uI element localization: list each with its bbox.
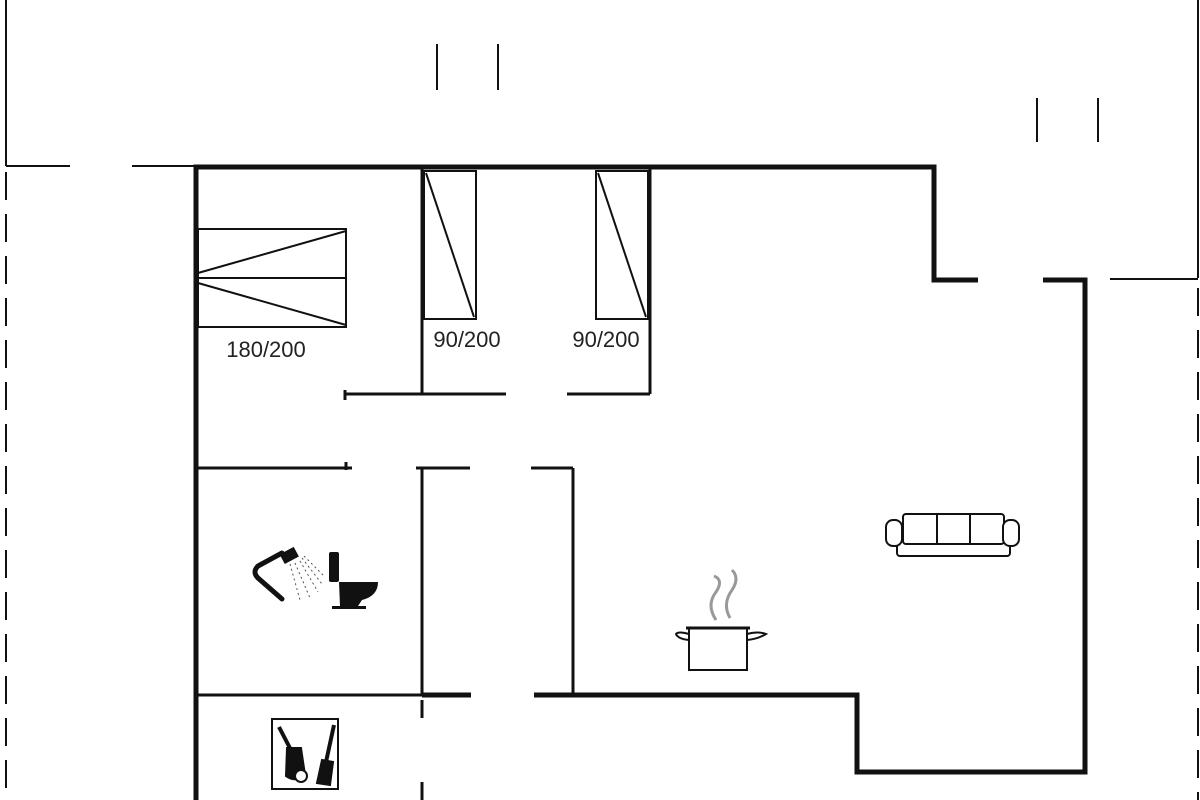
cleaning-tools-icon (271, 718, 339, 790)
double-bed (197, 228, 347, 328)
bed-size-label: 90/200 (433, 327, 500, 352)
cooking-pot-icon (674, 568, 769, 671)
sofa-icon (885, 513, 1020, 557)
terrace-outline (5, 0, 1199, 280)
single-bed (423, 170, 477, 320)
bed-size-label: 90/200 (572, 327, 639, 352)
toilet-icon (329, 552, 378, 609)
exterior-walls (193, 164, 1088, 800)
single-bed (595, 170, 649, 320)
interior-walls (198, 169, 652, 800)
shower-icon (252, 546, 325, 602)
boundary-dashed (5, 172, 1199, 800)
bed-size-label: 180/200 (226, 337, 306, 362)
